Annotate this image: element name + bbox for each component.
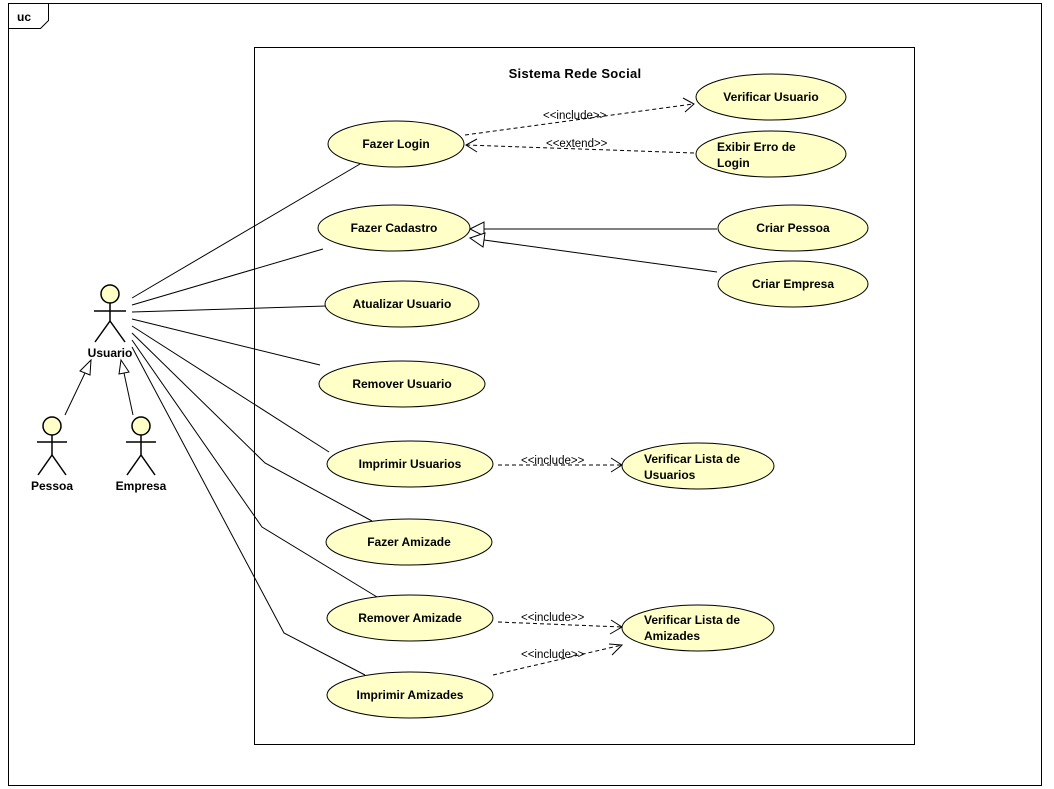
- cadastro-generalizations: [468, 221, 718, 273]
- actor-label-pessoa: Pessoa: [31, 479, 73, 493]
- frame-tag-box: [8, 3, 49, 29]
- actor-generalizations: [64, 358, 134, 416]
- use-case-label: Criar Empresa: [752, 277, 834, 291]
- frame-tag: uc: [17, 10, 31, 24]
- use-case-shape: [695, 130, 847, 178]
- assoc-cadastro: [131, 248, 324, 306]
- use-case-imprimir-amizades[interactable]: Imprimir Amizades: [326, 671, 494, 719]
- use-case-shape: [326, 671, 494, 719]
- dep-arrow-r5: [608, 643, 624, 656]
- gen-arrow-criar-pessoa: [468, 221, 485, 237]
- assoc-atualizar: [131, 305, 327, 313]
- use-case-shape: [621, 442, 775, 490]
- label-r1: <<include>>: [543, 110, 607, 122]
- assoc-imprimir-usuarios: [131, 325, 330, 453]
- use-case-shape: [621, 604, 775, 652]
- use-case-remover-amizade[interactable]: Remover Amizade: [326, 594, 494, 642]
- use-case-shape: [717, 260, 869, 308]
- dep-line-r5: [492, 644, 623, 676]
- gen-line-pessoa: [64, 372, 86, 416]
- use-case-shape: [695, 73, 847, 121]
- use-case-label: Remover Amizade: [358, 611, 462, 625]
- use-case-label: Fazer Login: [362, 137, 429, 151]
- use-case-criar-pessoa[interactable]: Criar Pessoa: [717, 204, 869, 252]
- label-r5: <<include>>: [521, 649, 585, 661]
- gen-arrow-empresa: [118, 358, 130, 375]
- dep-line-r1: [464, 103, 694, 136]
- use-case-remover-usuario[interactable]: Remover Usuario: [318, 360, 486, 408]
- use-case-label-line1: Verificar Lista de: [644, 452, 740, 466]
- use-case-shape: [318, 360, 486, 408]
- actor-leg-right: [51, 454, 67, 476]
- actor-leg-left: [126, 454, 142, 476]
- use-case-shape: [717, 204, 869, 252]
- dep-line-r2: [465, 144, 695, 154]
- use-case-label-line1: Exibir Erro de: [717, 140, 796, 154]
- gen-arrow-criar-empresa: [468, 232, 486, 248]
- use-case-shape: [324, 280, 480, 328]
- use-case-fazer-login[interactable]: Fazer Login: [327, 120, 465, 168]
- gen-line-criar-empresa: [483, 239, 718, 273]
- use-case-verificar-lista-usuarios[interactable]: Verificar Lista de Usuarios: [621, 442, 775, 490]
- use-case-atualizar-usuario[interactable]: Atualizar Usuario: [324, 280, 480, 328]
- dep-arrow-r1: [682, 97, 695, 113]
- actor-pessoa[interactable]: [37, 416, 67, 476]
- assoc-remover-amizade: [131, 339, 378, 598]
- use-case-fazer-amizade[interactable]: Fazer Amizade: [325, 518, 493, 566]
- assoc-remover-usuario: [131, 318, 321, 366]
- use-case-label: Atualizar Usuario: [353, 297, 452, 311]
- label-r4: <<include>>: [521, 612, 585, 624]
- assoc-imprimir-amizades: [131, 346, 366, 676]
- use-case-shape: [325, 518, 493, 566]
- actor-head: [100, 284, 120, 304]
- use-case-shape: [326, 440, 494, 488]
- system-boundary: [254, 47, 915, 745]
- label-r3: <<include>>: [521, 455, 585, 467]
- use-case-fazer-cadastro[interactable]: Fazer Cadastro: [317, 204, 471, 252]
- label-r2: <<extend>>: [546, 138, 608, 150]
- actor-leg-right: [140, 454, 156, 476]
- use-case-label: Fazer Amizade: [367, 535, 451, 549]
- dep-arrow-r2: [465, 138, 478, 153]
- actor-leg-left: [37, 454, 53, 476]
- assoc-fazer-amizade: [131, 332, 373, 522]
- system-title: Sistema Rede Social: [509, 66, 642, 81]
- use-case-label-line2: Usuarios: [644, 468, 696, 482]
- use-case-shape: [326, 594, 494, 642]
- use-case-label-line1: Verificar Lista de: [644, 613, 740, 627]
- use-case-label: Criar Pessoa: [756, 221, 830, 235]
- use-case-shape: [327, 120, 465, 168]
- use-case-label: Remover Usuario: [352, 377, 451, 391]
- gen-line-empresa: [123, 372, 134, 416]
- use-case-exibir-erro-login[interactable]: Exibir Erro de Login: [695, 130, 847, 178]
- actor-leg-right: [109, 320, 126, 343]
- use-case-verificar-usuario[interactable]: Verificar Usuario: [695, 73, 847, 121]
- use-case-label: Imprimir Amizades: [357, 688, 464, 702]
- actor-empresa[interactable]: [126, 416, 156, 476]
- actor-head: [42, 416, 62, 436]
- actor-head: [131, 416, 151, 436]
- use-case-label: Verificar Usuario: [723, 90, 818, 104]
- dependencies: [464, 97, 695, 676]
- diagram-frame: [8, 3, 1042, 786]
- use-case-imprimir-usuarios[interactable]: Imprimir Usuarios: [326, 440, 494, 488]
- actor-label-usuario: Usuario: [88, 346, 133, 360]
- use-case-label-line2: Amizades: [644, 629, 700, 643]
- gen-arrow-pessoa: [79, 358, 92, 376]
- actor-usuario[interactable]: [94, 284, 126, 343]
- use-case-criar-empresa[interactable]: Criar Empresa: [717, 260, 869, 308]
- use-case-label: Fazer Cadastro: [351, 221, 438, 235]
- associations: [131, 163, 378, 676]
- assoc-login: [131, 163, 361, 299]
- use-case-shape: [317, 204, 471, 252]
- actor-label-empresa: Empresa: [116, 479, 167, 493]
- use-case-verificar-lista-amizades[interactable]: Verificar Lista de Amizades: [621, 604, 775, 652]
- use-case-label-line2: Login: [717, 156, 750, 170]
- use-case-label: Imprimir Usuarios: [359, 457, 462, 471]
- actor-leg-left: [94, 320, 111, 343]
